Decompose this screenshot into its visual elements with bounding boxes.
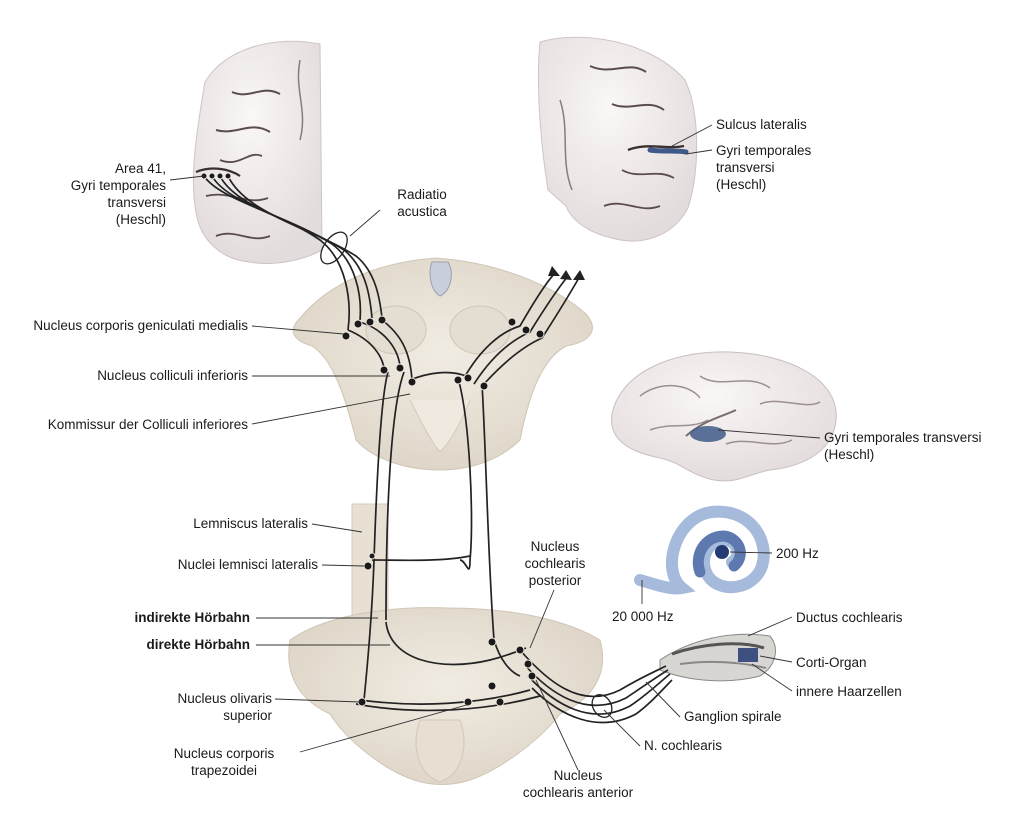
label-ductus-cochlearis: Ductus cochlearis: [796, 609, 903, 626]
label-lemniscus-lateralis: Lemniscus lateralis: [100, 515, 308, 532]
label-innere-haarzellen: innere Haarzellen: [796, 683, 902, 700]
label-ganglion-spirale: Ganglion spirale: [684, 708, 782, 725]
label-sulcus-lateralis: Sulcus lateralis: [716, 116, 807, 133]
label-direkte-hoerbahn: direkte Hörbahn: [40, 636, 250, 653]
cochlea-spiral: [640, 512, 764, 589]
label-n-cochlearis: N. cochlearis: [644, 737, 722, 754]
pathway-arrowheads: [548, 266, 585, 280]
midbrain: [293, 258, 592, 470]
label-kommissur: Kommissur der Colliculi inferiores: [8, 416, 248, 433]
label-20000hz: 20 000 Hz: [612, 608, 674, 625]
label-gyri-temporales-brain: Gyri temporales transversi(Heschl): [824, 429, 982, 463]
label-indirekte-hoerbahn: indirekte Hörbahn: [40, 609, 250, 626]
corti-organ: [660, 634, 775, 681]
label-200hz: 200 Hz: [776, 545, 819, 562]
label-nuclei-lemnisci: Nuclei lemnisci lateralis: [100, 556, 318, 573]
coronal-slice-right: [538, 37, 696, 241]
label-nucleus-colliculi: Nucleus colliculi inferioris: [8, 367, 248, 384]
label-nucleus-corporis-geniculati: Nucleus corporis geniculati medialis: [8, 317, 248, 334]
medulla: [289, 608, 603, 785]
label-corti-organ: Corti-Organ: [796, 654, 867, 671]
lateral-brain: [612, 352, 837, 481]
